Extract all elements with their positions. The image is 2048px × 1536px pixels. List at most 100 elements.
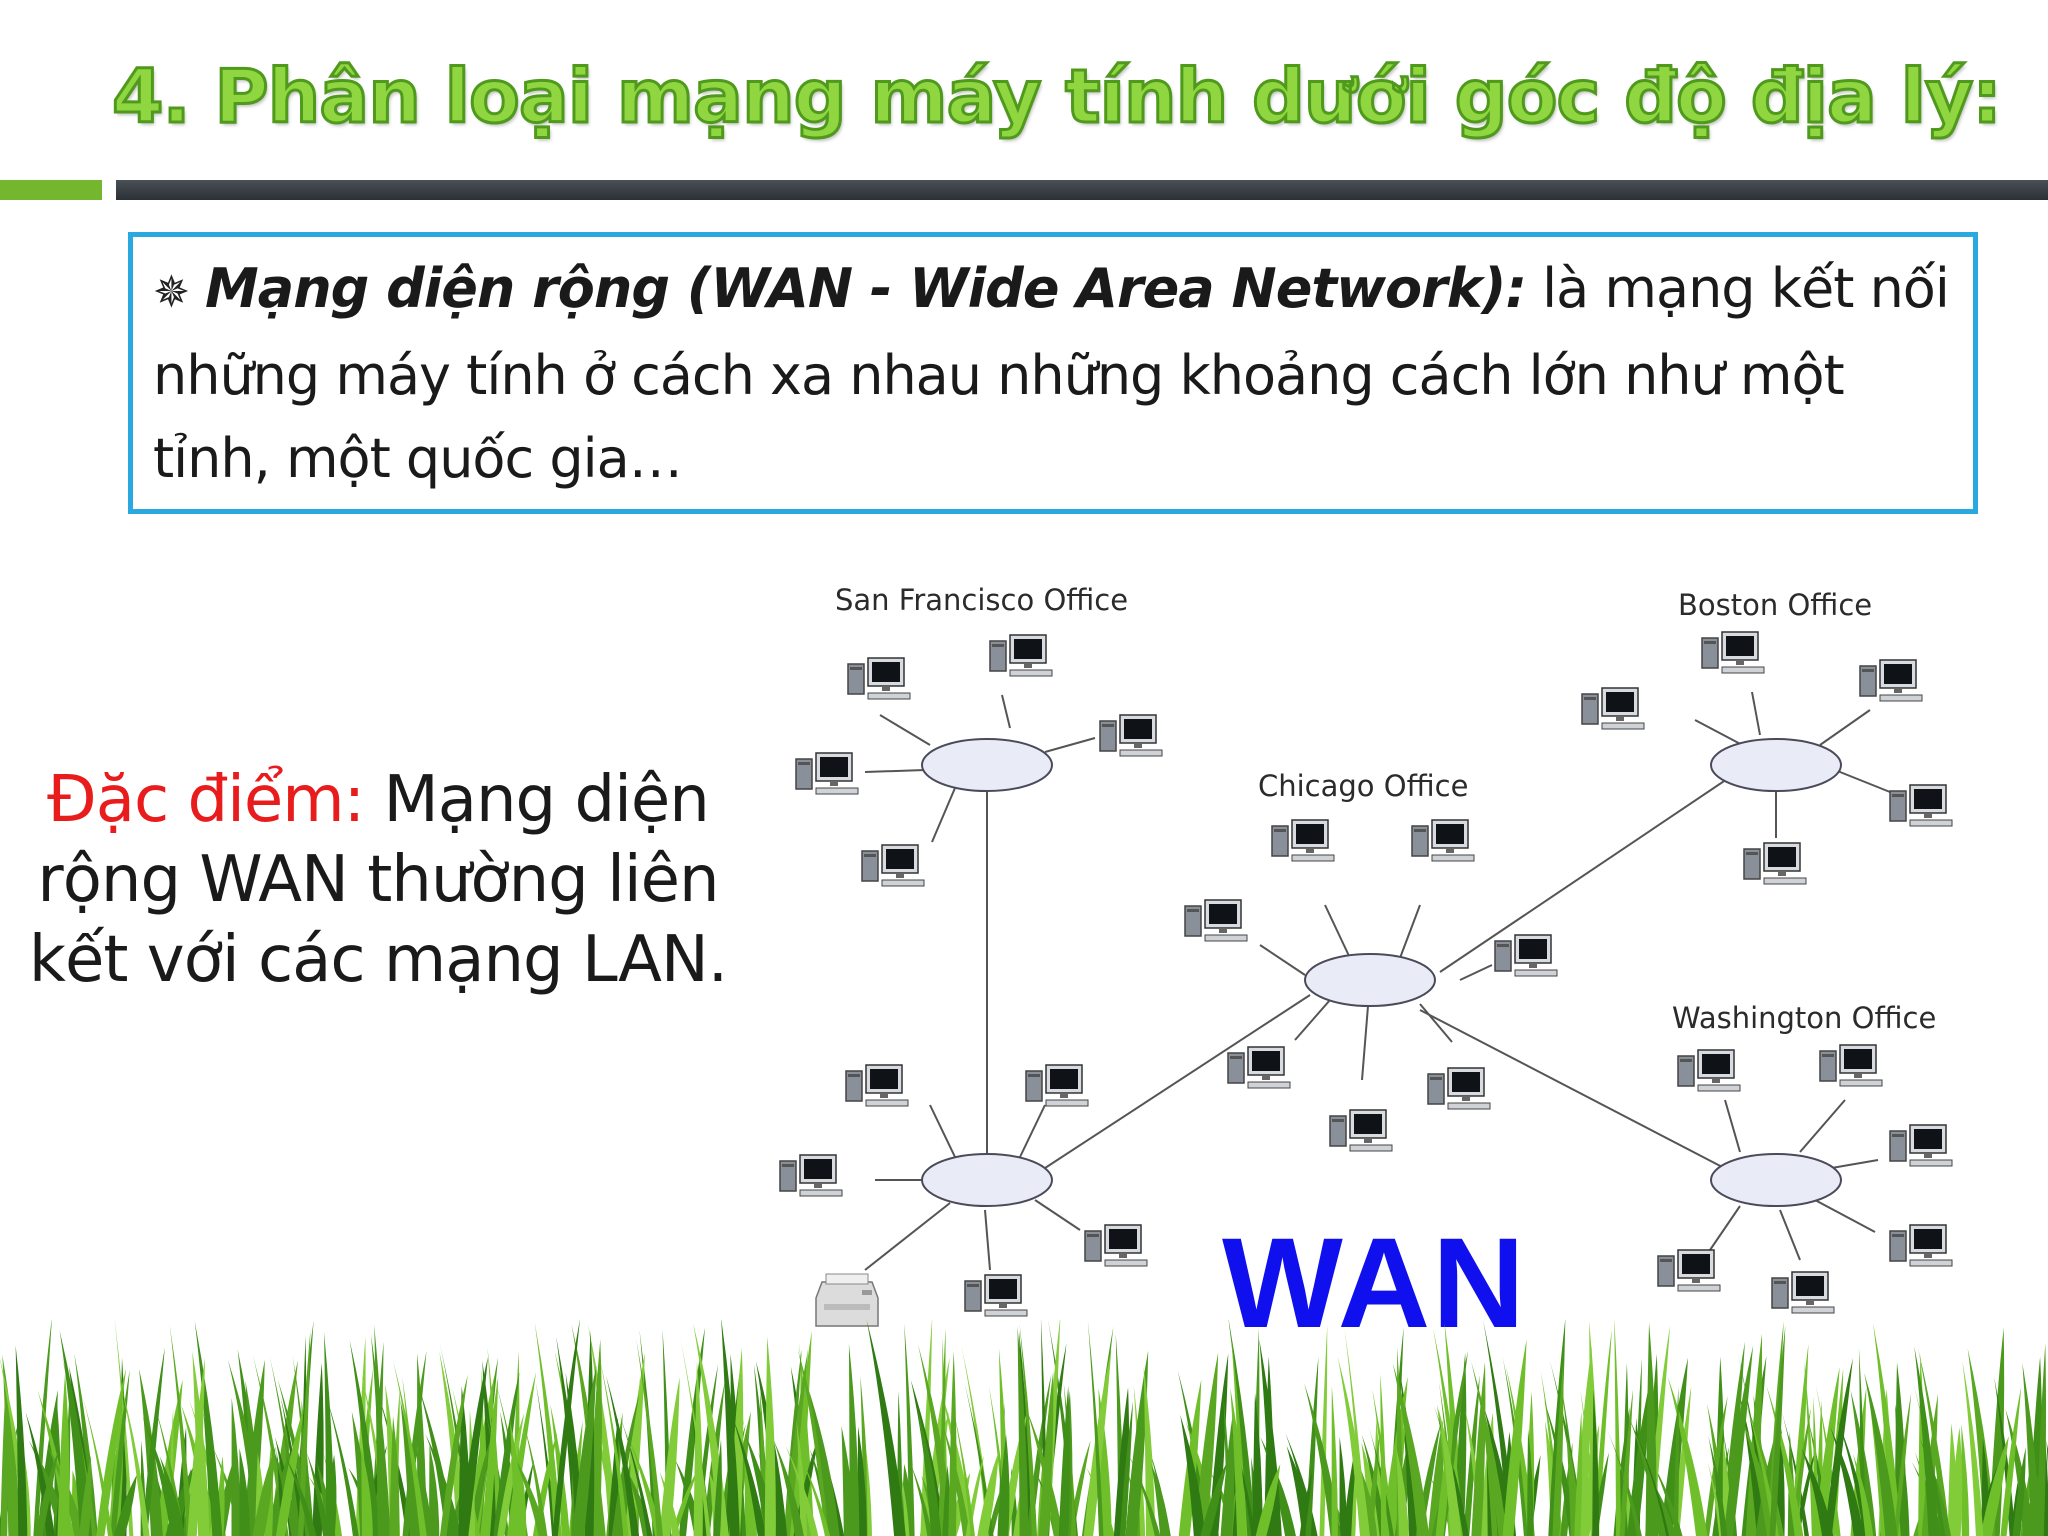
grass-blade (402, 1350, 427, 1536)
grass-blade (59, 1330, 93, 1536)
grass-blade (535, 1381, 557, 1536)
grass-blade (1830, 1426, 1865, 1536)
grass-blade (997, 1434, 1010, 1536)
definition-term: Mạng diện rộng (WAN - Wide Area Network)… (205, 257, 1527, 320)
grass-blade (1628, 1416, 1667, 1536)
wan-label: WAN (1222, 1212, 1527, 1355)
grass-blade (1380, 1374, 1387, 1536)
grass-blade (1319, 1325, 1328, 1536)
grass-blade (1438, 1409, 1461, 1536)
grass-blade (1791, 1344, 1809, 1536)
grass-blade (857, 1426, 867, 1536)
grass-blade (1780, 1407, 1809, 1536)
grass-blade (1619, 1389, 1634, 1536)
grass-blade (120, 1382, 150, 1536)
grass-blade (605, 1375, 640, 1536)
grass-blade (1980, 1436, 2009, 1536)
grass-blade (1125, 1350, 1149, 1536)
grass-blade (1382, 1376, 1408, 1536)
grass-blade (325, 1394, 359, 1536)
grass-blade (169, 1324, 193, 1536)
grass-blade (693, 1361, 703, 1536)
grass-blade (1220, 1413, 1235, 1536)
grass-blade (523, 1422, 548, 1536)
grass-blade (141, 1347, 165, 1536)
grass-blade (1471, 1362, 1486, 1536)
grass-blade (1230, 1388, 1247, 1536)
grass-blade (1228, 1421, 1256, 1536)
grass-blade (283, 1452, 317, 1536)
grass-blade (306, 1452, 330, 1536)
grass-blade (439, 1374, 468, 1536)
grass-blade (1038, 1371, 1054, 1536)
grass-blade (428, 1444, 440, 1536)
grass-blade (1017, 1326, 1029, 1536)
grass-blade (1339, 1436, 1347, 1536)
grass-blade (1208, 1353, 1229, 1536)
grass-blade (1119, 1401, 1133, 1536)
grass-blade (1740, 1415, 1778, 1536)
grass-blade (1614, 1320, 1621, 1536)
grass-blade (1331, 1386, 1338, 1536)
grass-blade (1893, 1393, 1912, 1536)
grass-blade (33, 1320, 52, 1536)
grass-blade (810, 1414, 845, 1536)
features-text: Đặc điểm: Mạng diện rộng WAN thường liên… (28, 760, 728, 1000)
washington-hub (1710, 1153, 1842, 1207)
grass-blade (796, 1420, 808, 1536)
grass-blade (1592, 1389, 1600, 1536)
grass-blade (110, 1369, 130, 1536)
grass-blade (74, 1353, 98, 1536)
grass-blade (1151, 1463, 1170, 1536)
grass-blade (721, 1320, 740, 1536)
grass-blade (671, 1468, 699, 1536)
grass-decoration (0, 1320, 2048, 1536)
grass-blade (1765, 1384, 1804, 1536)
chicago-office-label: Chicago Office (1258, 769, 1468, 803)
network-hubs (921, 738, 1842, 1207)
grass-blade (2012, 1447, 2026, 1536)
grass-blade (1502, 1339, 1527, 1536)
grass-blade (324, 1332, 335, 1536)
printer-icon (815, 1273, 879, 1327)
sf-bottom-hub (921, 1153, 1053, 1207)
grass-blade (1704, 1395, 1728, 1536)
grass-blade (1180, 1414, 1206, 1536)
grass-blade (231, 1397, 241, 1536)
washington-office-label: Washington Office (1672, 1001, 1936, 1035)
grass-blade (508, 1446, 548, 1536)
grass-blade (795, 1445, 831, 1536)
grass-blade (599, 1356, 629, 1536)
grass-blade (239, 1448, 250, 1536)
grass-blade (1087, 1320, 1104, 1536)
grass-blade (773, 1439, 804, 1536)
grass-blade (1552, 1360, 1564, 1536)
grass-blade (1471, 1361, 1508, 1536)
grass-blade (1708, 1435, 1728, 1536)
boston-office-label: Boston Office (1678, 588, 1872, 622)
grass-blade (940, 1390, 975, 1536)
grass-blade (312, 1362, 324, 1536)
grass-blade (361, 1447, 373, 1536)
grass-blade (618, 1412, 653, 1536)
grass-blade (389, 1416, 400, 1536)
grass-blade (1194, 1352, 1219, 1536)
grass-blade (1660, 1357, 1689, 1536)
san-francisco-office-label: San Francisco Office (835, 583, 1128, 617)
grass-blade (1019, 1322, 1038, 1536)
grass-blade (1911, 1375, 1946, 1536)
grass-blade (187, 1358, 205, 1536)
grass-blade (938, 1327, 946, 1536)
grass-blade (1299, 1471, 1313, 1536)
grass-blade (159, 1456, 185, 1536)
grass-blade (1769, 1325, 1786, 1536)
grass-blade (108, 1397, 124, 1536)
grass-blade (1723, 1345, 1754, 1536)
grass-blade (2, 1354, 21, 1536)
grass-blade (1126, 1451, 1161, 1536)
grass-blade (713, 1439, 722, 1536)
grass-blade (15, 1345, 28, 1536)
grass-blade (1961, 1424, 1970, 1536)
features-label: Đặc điểm: (47, 763, 365, 837)
grass-blade (1872, 1322, 1901, 1536)
